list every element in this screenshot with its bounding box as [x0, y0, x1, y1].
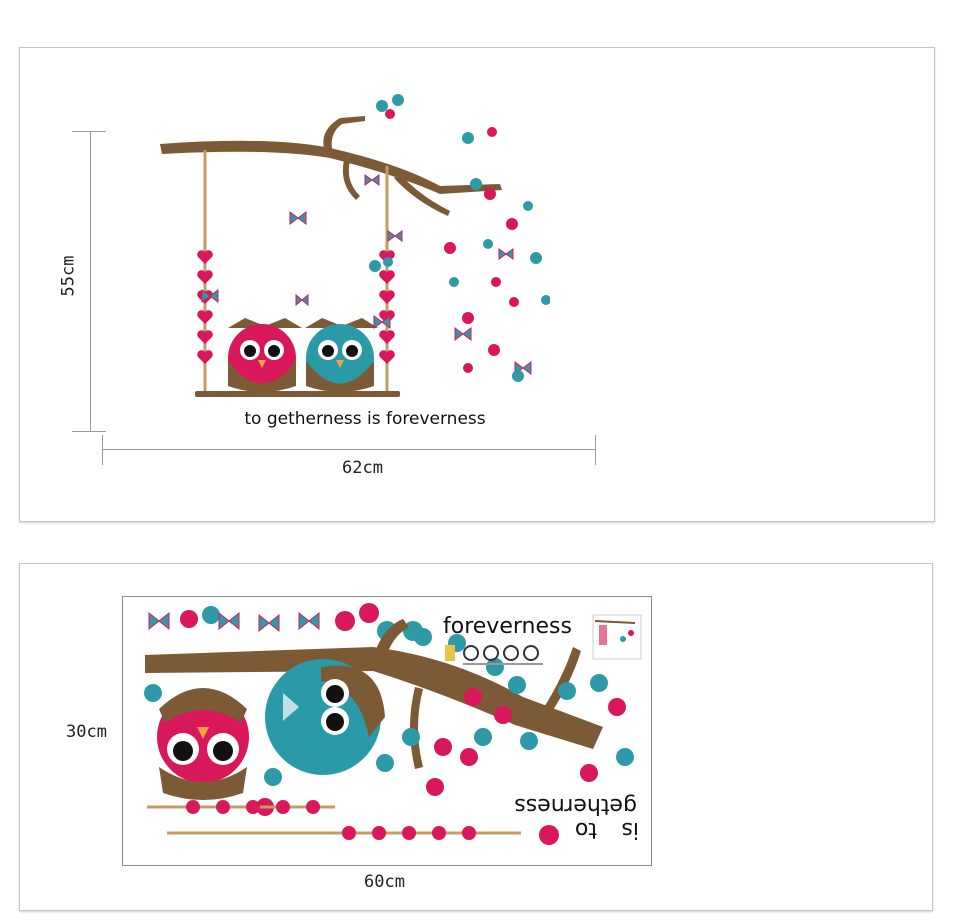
teal-owl — [305, 318, 378, 392]
slogan-artwork: to getherness is foreverness — [244, 409, 485, 429]
falling-leaves — [369, 94, 550, 382]
sheet-text-to: to — [575, 817, 597, 842]
sheet-width-label: 60cm — [364, 872, 405, 892]
sheet-branch-twig-3 — [410, 687, 423, 769]
sheet-teal-owl — [265, 659, 385, 775]
butterflies — [201, 174, 532, 375]
sheet-height-label: 30cm — [66, 722, 107, 742]
width-dimension-line — [102, 449, 595, 450]
sheet-branch-twig-1 — [373, 619, 409, 661]
top-product-panel: 55cm 62cm — [19, 47, 935, 522]
sheet-preview-thumbnail — [592, 614, 642, 660]
slogan-text: to getherness is foreverness — [244, 409, 485, 429]
sheet-top-row — [148, 603, 423, 641]
owl-swing-artwork — [160, 94, 550, 397]
sheet-text-getherness: getherness — [514, 793, 637, 818]
sticker-sheet: foreverness getherness to is — [122, 596, 652, 866]
sticker-sheet-artwork: foreverness getherness to is — [144, 603, 642, 845]
pink-owl — [228, 318, 302, 392]
sheet-pink-owl — [157, 688, 249, 800]
height-dimension-tick-bottom — [72, 431, 106, 432]
height-dimension-label: 55cm — [58, 255, 79, 297]
sheet-text-is: is — [621, 817, 639, 842]
sheet-rope-hearts — [186, 800, 476, 840]
swing-seat — [195, 391, 400, 397]
width-dimension-tick-left — [102, 435, 103, 465]
width-dimension-label: 62cm — [342, 458, 383, 478]
branch-twig-mid — [342, 160, 360, 200]
tree-branch — [160, 140, 502, 194]
sheet-branch — [145, 647, 603, 749]
sheet-hearts-teal — [144, 628, 634, 786]
sheet-cert-badges — [445, 645, 543, 665]
height-dimension-tick-top — [72, 131, 106, 132]
sheet-text-foreverness: foreverness — [443, 614, 572, 639]
branch-twig-top — [323, 116, 365, 154]
sheet-branch-twig-2 — [543, 647, 581, 713]
height-dimension-line — [90, 131, 91, 431]
branch-twig-lower — [394, 174, 450, 216]
width-dimension-tick-right — [595, 435, 596, 465]
